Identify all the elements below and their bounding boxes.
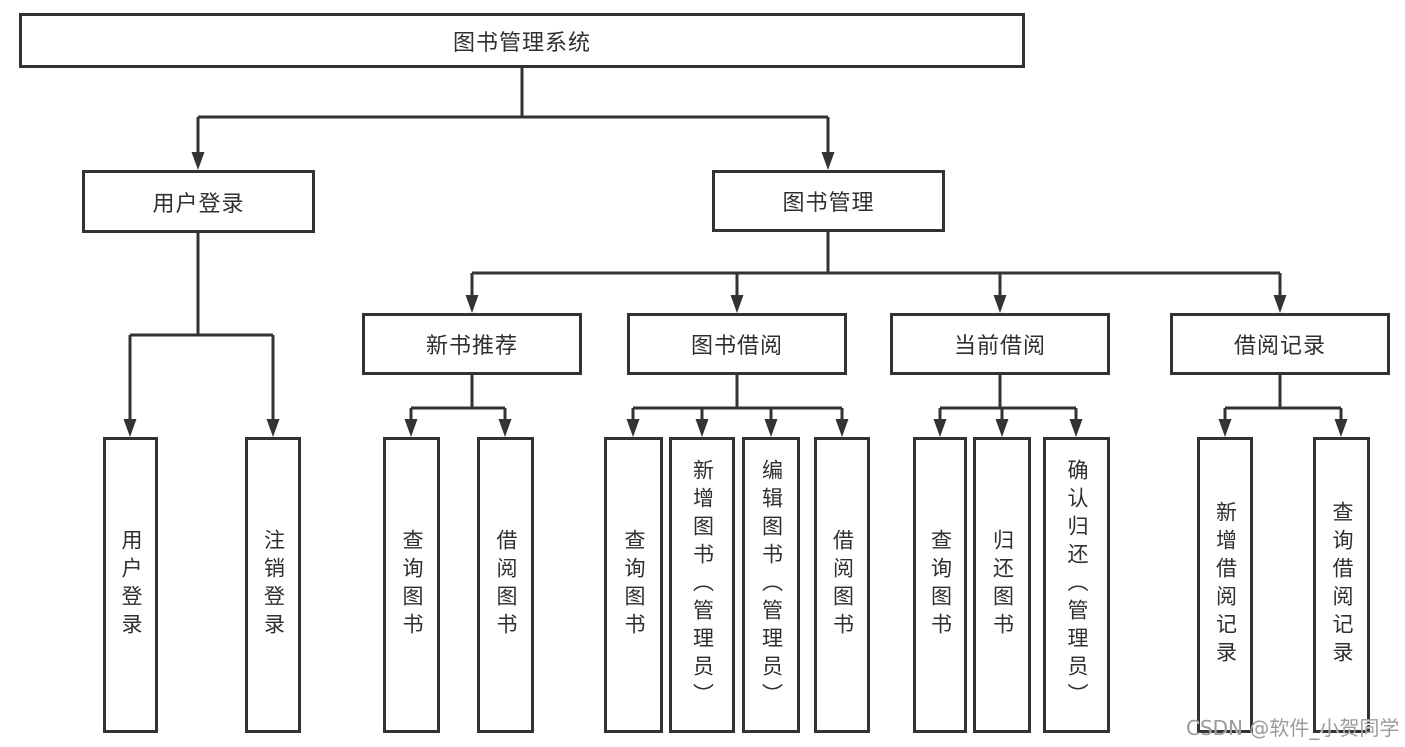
arrowhead xyxy=(1218,419,1232,437)
leaf-edit-books-admin: 编辑图书（管理员） xyxy=(742,437,800,733)
connector-new-book-recommend-to-leaves xyxy=(409,375,507,425)
leaf-query-books-recommend-label: 查询图书 xyxy=(400,529,424,641)
arrowhead xyxy=(191,152,205,170)
leaf-query-books-current: 查询图书 xyxy=(913,437,967,733)
node-new-book-recommend-label: 新书推荐 xyxy=(425,334,518,359)
arrowhead xyxy=(123,419,137,437)
leaf-add-borrow-record: 新增借阅记录 xyxy=(1197,437,1253,733)
node-book-borrowing-label: 图书借阅 xyxy=(690,334,783,359)
leaf-logout-label: 注销登录 xyxy=(261,529,286,641)
connector-user-login-to-leaves xyxy=(128,233,275,425)
connector-borrowing-records-to-leaves xyxy=(1223,375,1343,425)
leaf-borrow-books-borrowing: 借阅图书 xyxy=(814,437,870,733)
leaf-logout: 注销登录 xyxy=(245,437,301,733)
arrowhead xyxy=(1334,419,1348,437)
arrowhead xyxy=(1273,295,1287,313)
leaf-query-books-current-label: 查询图书 xyxy=(928,529,953,641)
connector-book-borrowing-to-leaves xyxy=(631,375,844,425)
arrowhead xyxy=(1069,419,1083,437)
node-current-borrowing-label: 当前借阅 xyxy=(953,334,1046,359)
node-user-login: 用户登录 xyxy=(82,170,315,233)
node-book-management-label: 图书管理 xyxy=(782,191,875,216)
arrowhead xyxy=(498,419,512,437)
leaf-return-books: 归还图书 xyxy=(973,437,1031,733)
arrowhead xyxy=(404,419,418,437)
watermark-text: CSDN @软件_小贺同学 xyxy=(1186,716,1400,740)
node-root-label: 图书管理系统 xyxy=(452,30,591,56)
leaf-add-books-admin: 新增图书（管理员） xyxy=(669,437,735,733)
leaf-user-login: 用户登录 xyxy=(103,437,158,733)
leaf-borrow-books-recommend-label: 借阅图书 xyxy=(494,529,518,641)
arrowhead xyxy=(933,419,947,437)
leaf-query-borrow-record-label: 查询借阅记录 xyxy=(1330,501,1354,669)
arrowheads xyxy=(123,152,1348,437)
leaf-add-books-admin-label: 新增图书（管理员） xyxy=(690,459,715,711)
arrowhead xyxy=(821,152,835,170)
leaf-query-books-recommend: 查询图书 xyxy=(383,437,440,733)
node-user-login-label: 用户登录 xyxy=(152,191,245,217)
arrowhead xyxy=(266,419,280,437)
connector-root-to-level2 xyxy=(196,68,830,156)
arrowhead xyxy=(835,419,849,437)
arrowhead xyxy=(465,295,479,313)
node-current-borrowing: 当前借阅 xyxy=(890,313,1110,375)
node-new-book-recommend: 新书推荐 xyxy=(362,313,582,375)
node-borrowing-records: 借阅记录 xyxy=(1170,313,1390,375)
leaf-return-books-label: 归还图书 xyxy=(990,529,1015,641)
connector-book-management-to-level3 xyxy=(470,232,1282,301)
node-borrowing-records-label: 借阅记录 xyxy=(1233,334,1326,359)
leaf-confirm-return-admin-label: 确认归还（管理员） xyxy=(1065,459,1089,711)
leaf-add-borrow-record-label: 新增借阅记录 xyxy=(1213,501,1238,669)
connector-current-borrowing-to-leaves xyxy=(938,375,1078,425)
leaf-edit-books-admin-label: 编辑图书（管理员） xyxy=(759,459,784,711)
leaf-borrow-books-borrowing-label: 借阅图书 xyxy=(830,529,855,641)
leaf-borrow-books-recommend: 借阅图书 xyxy=(477,437,534,733)
arrowhead xyxy=(730,295,744,313)
arrowhead xyxy=(993,295,1007,313)
leaf-user-login-label: 用户登录 xyxy=(119,529,143,641)
leaf-query-borrow-record: 查询借阅记录 xyxy=(1313,437,1370,733)
leaf-query-books-borrowing: 查询图书 xyxy=(604,437,663,733)
node-book-borrowing: 图书借阅 xyxy=(627,313,847,375)
node-book-management: 图书管理 xyxy=(712,170,945,232)
leaf-confirm-return-admin: 确认归还（管理员） xyxy=(1043,437,1110,733)
leaf-query-books-borrowing-label: 查询图书 xyxy=(622,529,646,641)
arrowhead xyxy=(764,419,778,437)
arrowhead xyxy=(695,419,709,437)
arrowhead xyxy=(995,419,1009,437)
node-root: 图书管理系统 xyxy=(19,13,1025,68)
arrowhead xyxy=(626,419,640,437)
